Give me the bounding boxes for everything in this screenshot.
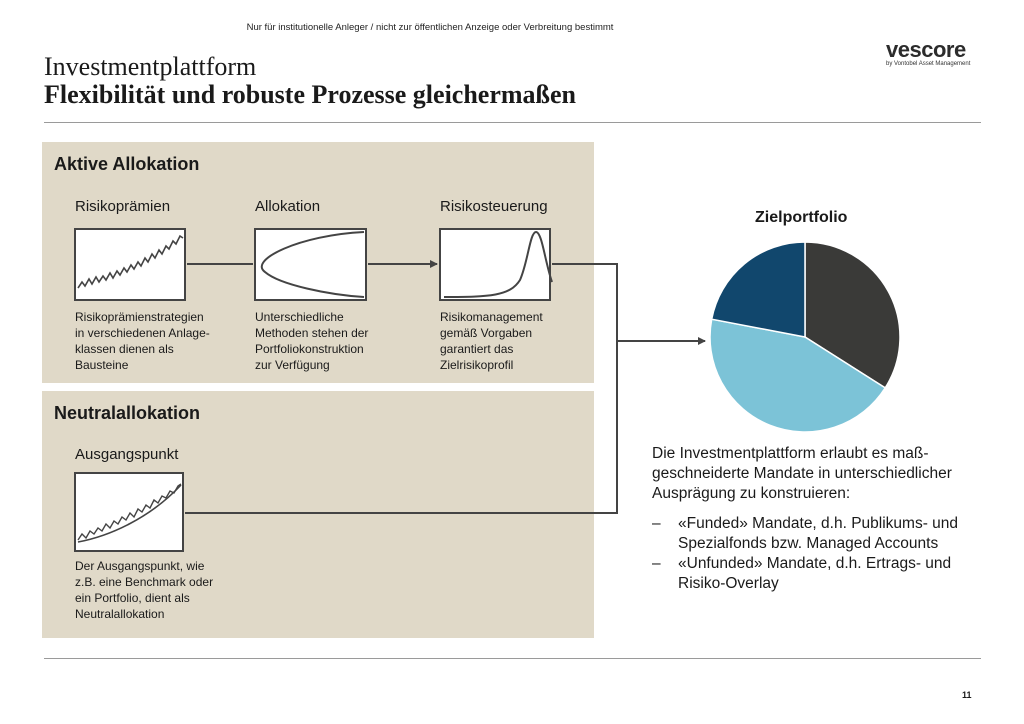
allocation-heading: Allokation — [255, 198, 321, 215]
header-divider — [44, 122, 981, 123]
page-subtitle: Flexibilität und robuste Prozesse gleich… — [44, 80, 576, 109]
allocation-description: Unterschiedliche Methoden stehen der Por… — [255, 310, 369, 372]
starting-point-heading: Ausgangspunkt — [75, 446, 179, 463]
disclaimer: Nur für institutionelle Anleger / nicht … — [246, 22, 614, 33]
allocation-curve-icon — [254, 228, 367, 301]
mandate-intro: Die Investmentplattform erlaubt es maß­g… — [652, 445, 952, 502]
logo-tagline: by Vontobel Asset Management — [886, 61, 971, 67]
target-portfolio-pie — [709, 241, 901, 433]
connector-loop — [185, 263, 618, 514]
benchmark-chart-icon — [74, 472, 184, 552]
bullet-marker: – — [652, 555, 661, 572]
pie-slice-3 — [710, 241, 806, 338]
bullet-marker: – — [652, 515, 661, 532]
starting-point-description: Der Ausgangspunkt, wie z.B. eine Benchma… — [75, 559, 214, 621]
neutral-allocation-title: Neutralallokation — [54, 403, 201, 423]
pie-slice-2 — [709, 318, 887, 433]
mandate-description: Die Investmentplattform erlaubt es maß­g… — [652, 444, 972, 594]
bullet-funded: – «Funded» Mandate, d.h. Publikums- und … — [652, 515, 959, 552]
page-number: 11 — [962, 690, 972, 700]
footer-divider — [44, 658, 981, 659]
target-portfolio-label: Zielportfolio — [755, 209, 848, 226]
bullet-unfunded: – «Unfunded» Mandate, d.h. Ertrags- und … — [652, 555, 952, 592]
logo-wordmark: vescore — [886, 37, 966, 62]
risk-distribution-icon — [439, 228, 553, 301]
risk-premia-description: Risikoprämienstrategien in verschiedenen… — [75, 310, 210, 372]
active-allocation-title: Aktive Allokation — [54, 154, 200, 174]
risk-control-heading: Risikosteuerung — [440, 198, 548, 215]
risk-premia-chart-icon — [74, 228, 186, 301]
risk-control-description: Risikomanagement gemäß Vorgaben garantie… — [440, 310, 543, 372]
risk-premia-heading: Risikoprämien — [75, 198, 171, 215]
page-title: Investmentplattform — [44, 52, 257, 81]
vescore-logo: vescore by Vontobel Asset Management — [886, 37, 986, 68]
